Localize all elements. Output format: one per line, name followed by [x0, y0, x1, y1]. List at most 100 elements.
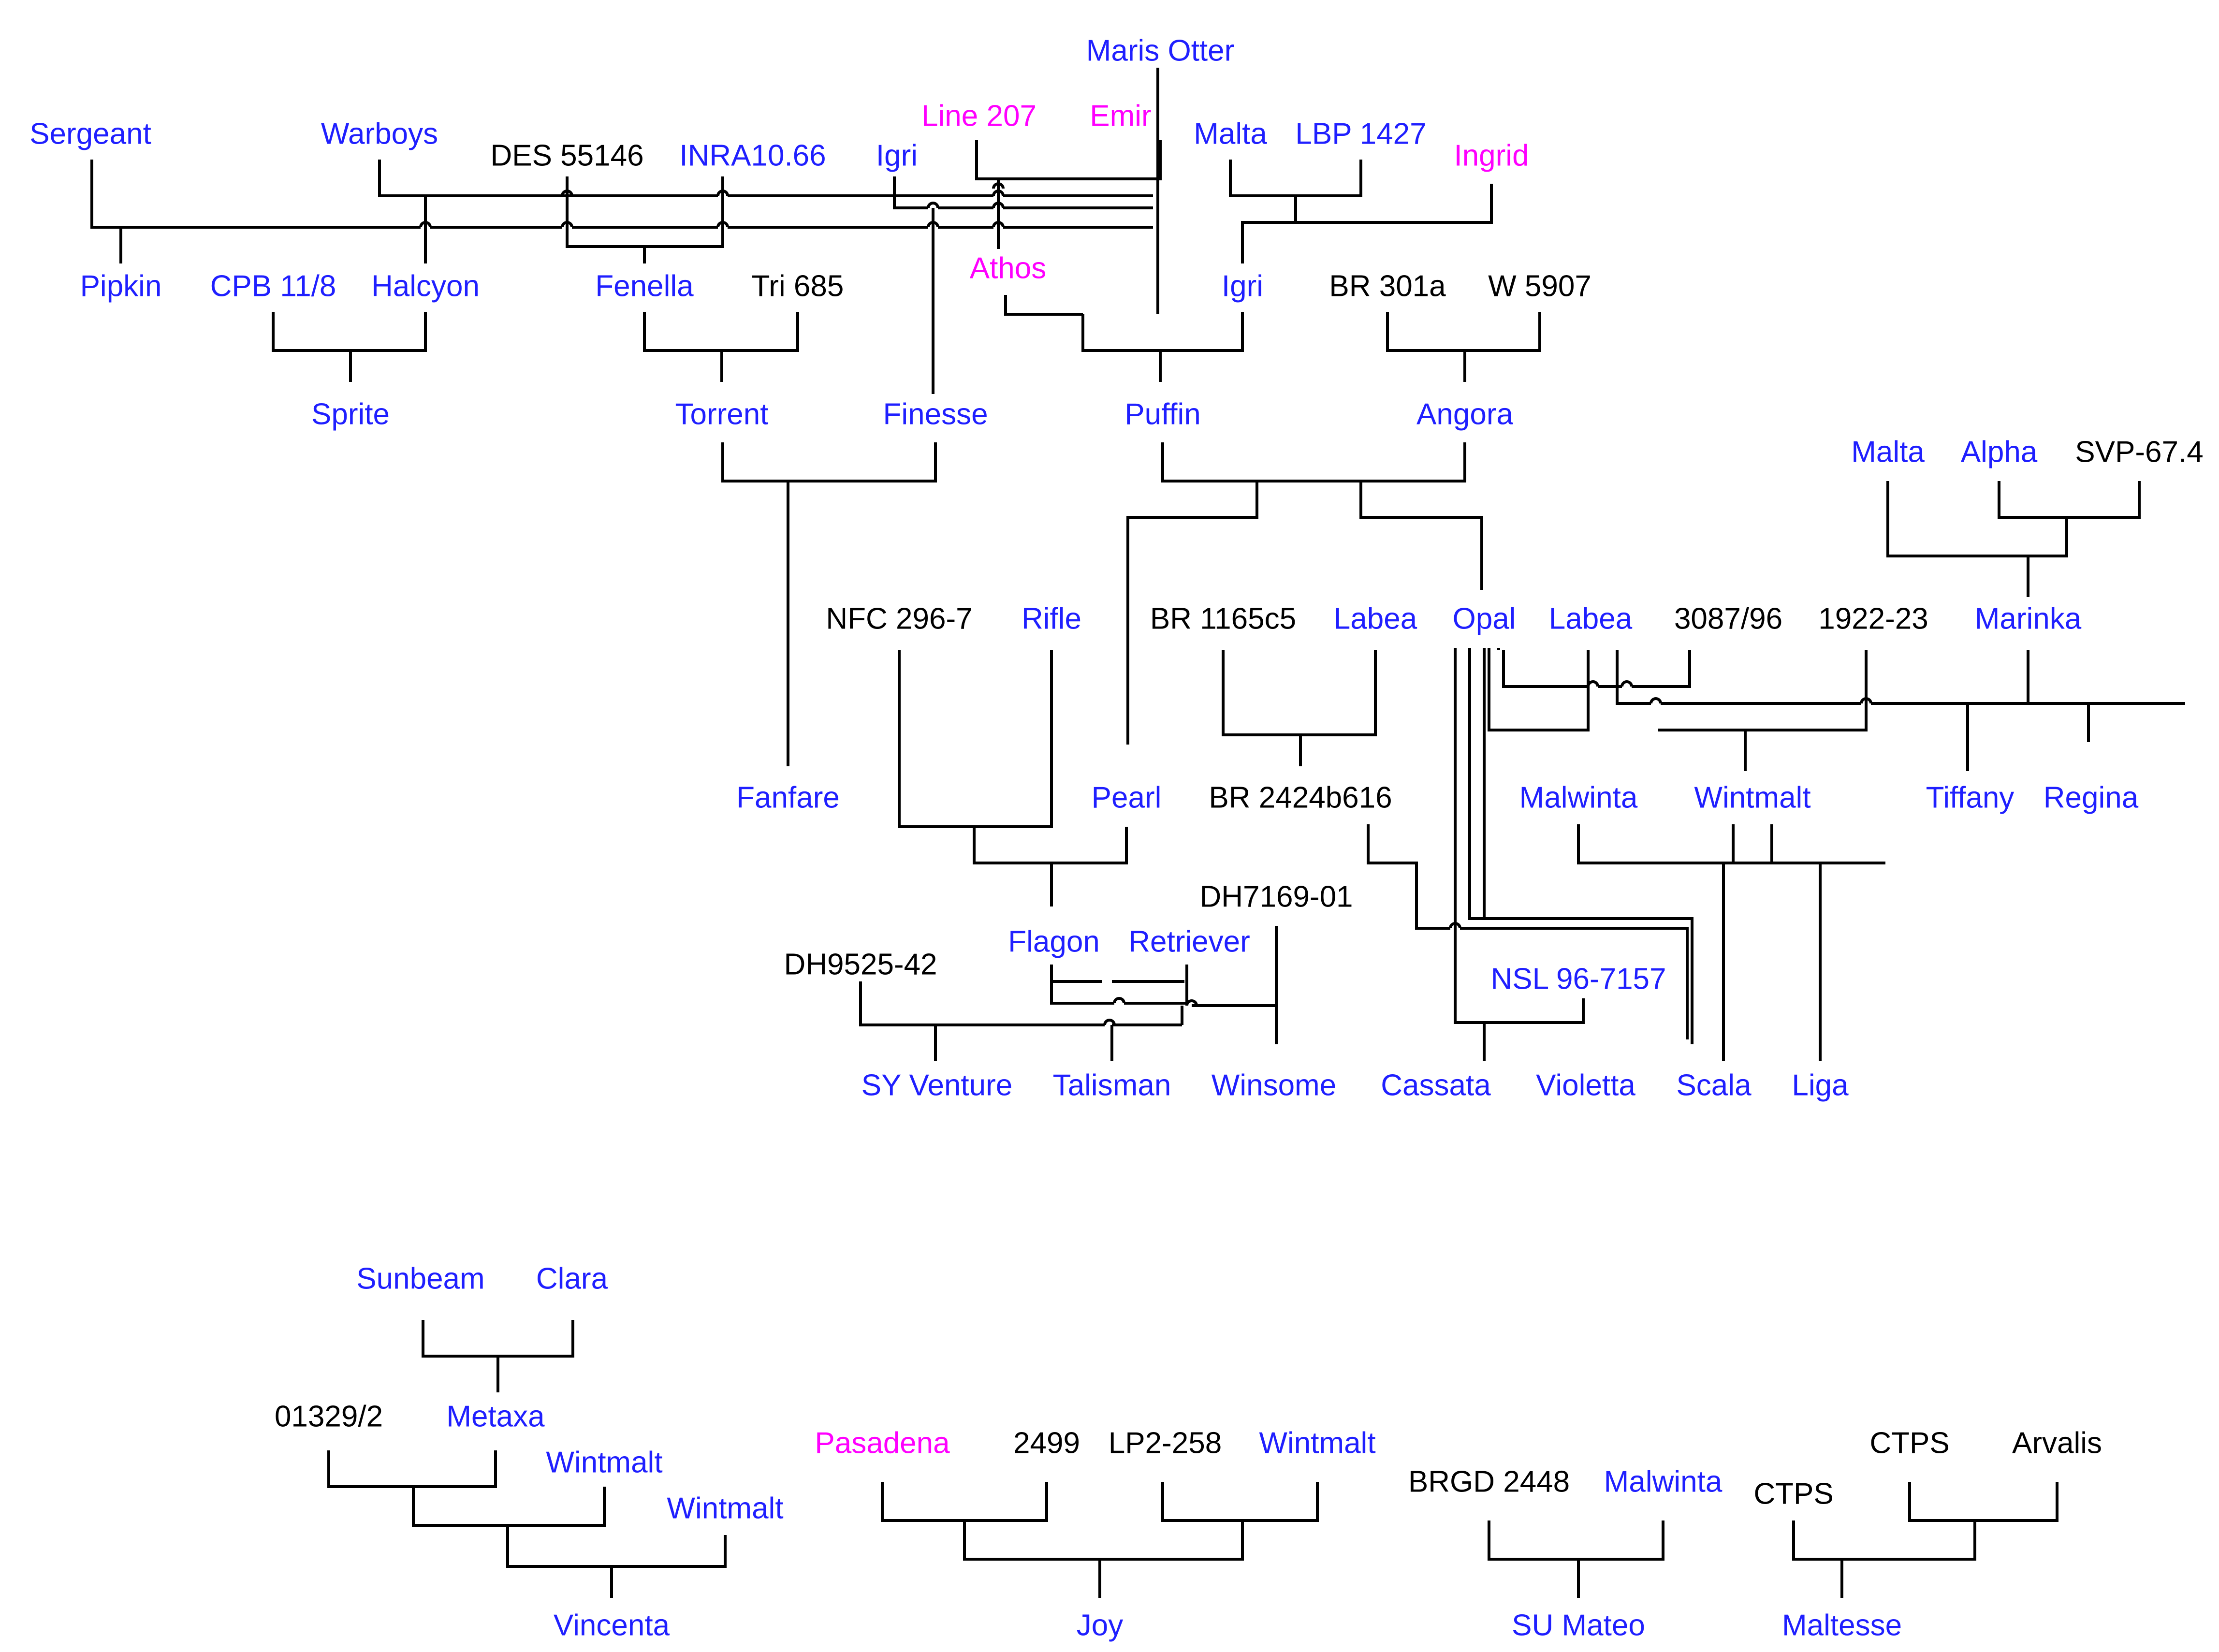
- label-lp2-258: LP2-258: [1109, 1427, 1222, 1460]
- label-br-1165c5: BR 1165c5: [1150, 602, 1296, 636]
- connector-puffin: [1004, 295, 1244, 382]
- label-malta-top: Malta: [1194, 117, 1267, 151]
- label-nfc-296-7: NFC 296-7: [826, 602, 972, 636]
- connector-warboys-halcyon: [378, 160, 1153, 263]
- connector-ingrid-igri: [1241, 184, 1493, 263]
- label-1922-23: 1922-23: [1818, 602, 1928, 636]
- label-rifle: Rifle: [1022, 602, 1081, 636]
- label-des-55146: DES 55146: [490, 139, 643, 173]
- label-opal: Opal: [1453, 602, 1516, 636]
- connector-metaxa: [422, 1320, 574, 1392]
- label-talisman: Talisman: [1053, 1069, 1171, 1102]
- label-labea-right: Labea: [1549, 602, 1633, 636]
- connector-sergeant-pipkin: [90, 160, 1153, 263]
- label-warboys: Warboys: [321, 117, 438, 151]
- label-marinka: Marinka: [1975, 602, 2082, 636]
- label-maltesse: Maltesse: [1782, 1609, 1902, 1642]
- label-su-mateo: SU Mateo: [1512, 1609, 1645, 1642]
- label-malwinta-top: Malwinta: [1519, 781, 1638, 815]
- label-svp-67-4: SVP-67.4: [2075, 436, 2203, 469]
- label-wintmalt-b2: Wintmalt: [667, 1492, 783, 1525]
- connector-sprite: [272, 312, 427, 382]
- connector-syventure: [859, 981, 1105, 1061]
- label-igri-mid: Igri: [1222, 270, 1263, 303]
- connector-jumps-right: [1587, 680, 1872, 704]
- label-wintmalt-b1: Wintmalt: [546, 1446, 662, 1479]
- label-retriever: Retriever: [1128, 925, 1250, 959]
- label-fenella: Fenella: [595, 270, 694, 303]
- connector-puffin-angora: [1126, 442, 1483, 745]
- label-nsl-96-7157: NSL 96-7157: [1490, 963, 1666, 996]
- label-torrent: Torrent: [675, 398, 769, 431]
- label-br-301a: BR 301a: [1329, 270, 1446, 303]
- connector-maltesse: [1792, 1482, 2058, 1598]
- variety-labels: Maris Otter Line 207 Emir Sergeant Warbo…: [29, 34, 2204, 1642]
- label-sunbeam: Sunbeam: [356, 1262, 484, 1296]
- connector-fanfare: [721, 442, 937, 766]
- label-joy: Joy: [1077, 1609, 1123, 1642]
- label-cpb-11-8: CPB 11/8: [210, 270, 336, 303]
- connector-sumateo: [1488, 1520, 1664, 1598]
- connector-jumps-talisman: [1103, 997, 1198, 1025]
- connector-joy: [881, 1482, 1319, 1598]
- connector-marinka: [1886, 481, 2141, 597]
- label-2499: 2499: [1013, 1427, 1080, 1460]
- label-liga: Liga: [1792, 1069, 1849, 1102]
- pedigree-connectors: [90, 68, 2185, 1598]
- label-alpha: Alpha: [1961, 436, 2038, 469]
- connector-nfc-rifle: [898, 650, 1128, 906]
- label-winsome: Winsome: [1212, 1069, 1336, 1102]
- connector-opal: [1454, 648, 1693, 1044]
- connector-torrent: [643, 312, 799, 382]
- label-sy-venture: SY Venture: [861, 1069, 1013, 1102]
- label-tri-685: Tri 685: [752, 270, 844, 303]
- connector-jumps-nsl: [1449, 922, 1461, 929]
- label-tiffany: Tiffany: [1926, 781, 2015, 815]
- label-labea-left: Labea: [1334, 602, 1417, 636]
- connector-br2424: [1222, 650, 1377, 766]
- label-igri-top: Igri: [876, 139, 918, 173]
- connector-marinka-trunk: [1661, 650, 2185, 742]
- label-01329-2: 01329/2: [275, 1400, 383, 1433]
- label-halcyon: Halcyon: [371, 270, 480, 303]
- connector-labea-wintmalt: [1502, 650, 1868, 771]
- label-maris-otter: Maris Otter: [1086, 34, 1235, 68]
- label-clara: Clara: [536, 1262, 608, 1296]
- label-angora: Angora: [1416, 398, 1513, 431]
- connector-br2424-nsl: [1367, 824, 1689, 1039]
- label-malwinta-bottom: Malwinta: [1604, 1465, 1723, 1499]
- label-puffin: Puffin: [1124, 398, 1200, 431]
- label-flagon: Flagon: [1008, 925, 1100, 959]
- connector-scala-liga: [1577, 824, 1885, 1061]
- label-metaxa: Metaxa: [446, 1400, 545, 1433]
- label-emir: Emir: [1090, 100, 1151, 133]
- label-ctps-left: CTPS: [1753, 1477, 1833, 1511]
- label-pearl: Pearl: [1092, 781, 1162, 815]
- label-wintmalt-top: Wintmalt: [1694, 781, 1810, 815]
- label-finesse: Finesse: [883, 398, 988, 431]
- label-fanfare: Fanfare: [736, 781, 840, 815]
- label-inra1066: INRA10.66: [679, 139, 826, 173]
- label-arvalis: Arvalis: [2012, 1427, 2102, 1460]
- connector-angora: [1386, 312, 1541, 382]
- label-malta-right: Malta: [1851, 436, 1925, 469]
- label-brgd-2448: BRGD 2448: [1408, 1465, 1570, 1499]
- label-athos: Athos: [970, 252, 1047, 285]
- label-lbp-1427: LBP 1427: [1295, 117, 1426, 151]
- label-sprite: Sprite: [311, 398, 390, 431]
- label-vincenta: Vincenta: [554, 1609, 670, 1642]
- label-3087-96: 3087/96: [1674, 602, 1782, 636]
- label-pipkin: Pipkin: [80, 270, 162, 303]
- label-pasadena: Pasadena: [815, 1427, 950, 1460]
- label-ctps-top: CTPS: [1869, 1427, 1949, 1460]
- label-ingrid: Ingrid: [1454, 139, 1529, 173]
- connector-malta-lbp: [1229, 160, 1362, 222]
- label-violetta: Violetta: [1536, 1069, 1635, 1102]
- connector-jumps: [419, 182, 1005, 228]
- label-dh9525-42: DH9525-42: [784, 948, 937, 981]
- label-br-2424b616: BR 2424b616: [1209, 781, 1392, 815]
- label-cassata: Cassata: [1381, 1069, 1491, 1102]
- label-dh7169-01: DH7169-01: [1199, 880, 1353, 914]
- connector-fenella: [566, 176, 724, 263]
